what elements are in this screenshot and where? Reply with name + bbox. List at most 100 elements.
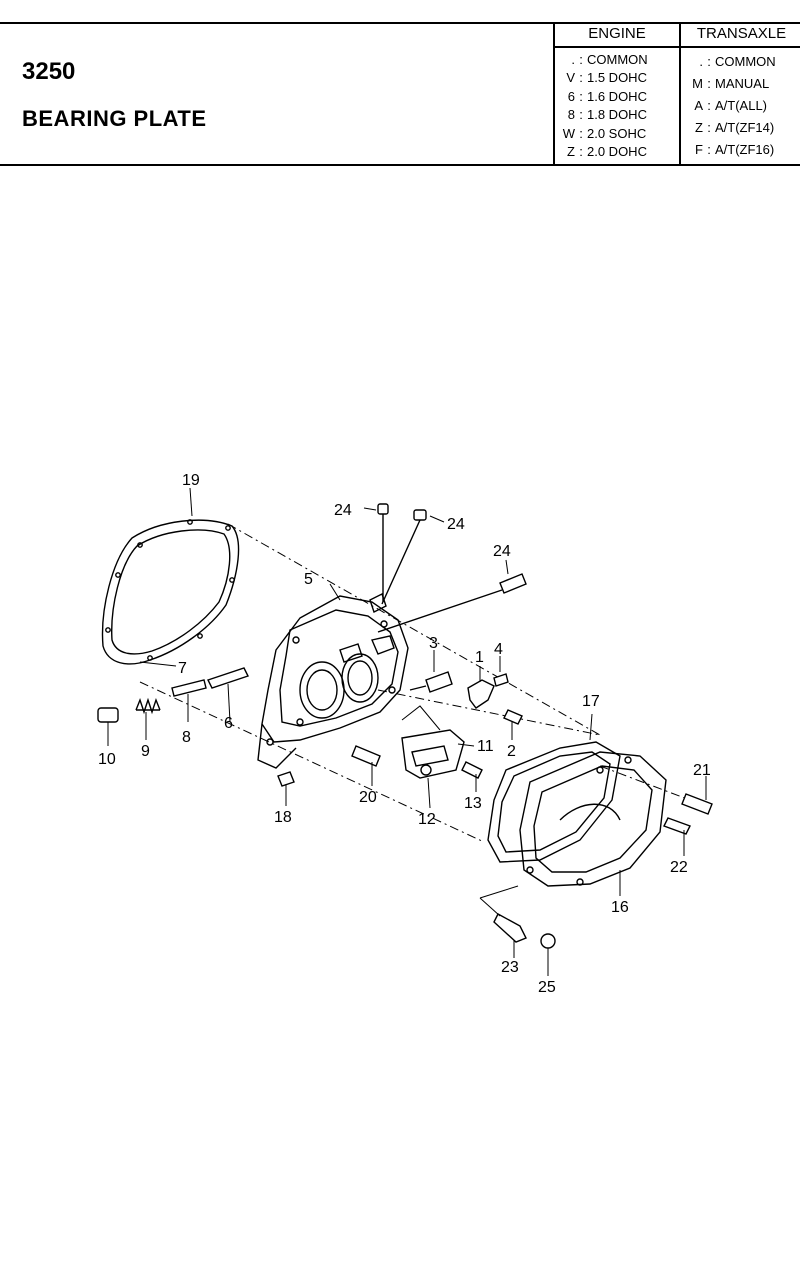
engine-legend-row: W:2.0 SOHC: [555, 125, 679, 143]
callout-24: 24: [447, 516, 465, 533]
legend-value: COMMON: [587, 52, 648, 67]
leader-line: [329, 583, 341, 601]
legend-value: MANUAL: [715, 76, 770, 91]
gasket-part: [101, 519, 240, 665]
plug-part: [540, 933, 556, 949]
engine-legend-heading: ENGINE: [555, 22, 679, 48]
engine-legend-row: 6:1.6 DOHC: [555, 88, 679, 106]
callout-19: 19: [182, 472, 200, 489]
legend-key: F: [695, 142, 703, 157]
transaxle-legend-row: F:A/T(ZF16): [681, 139, 800, 161]
bolt-part: [681, 793, 713, 815]
bolt-part: [381, 509, 427, 605]
callout-18: 18: [274, 809, 292, 826]
engine-legend-row: Z:2.0 DOHC: [555, 143, 679, 161]
exploded-parts-diagram: 19 24 24 24 5 3 1 4 7 6 8 9 10 17 11 2 2…: [0, 166, 800, 1263]
callout-7: 7: [178, 660, 187, 677]
leader-line: [457, 743, 475, 747]
callout-4: 4: [494, 641, 503, 658]
bolt-part: [409, 671, 453, 693]
transaxle-legend: TRANSAXLE .:COMMON M:MANUAL A:A/T(ALL) Z…: [679, 22, 800, 164]
drain-bolt-part: [479, 885, 527, 943]
engine-legend: ENGINE .:COMMON V:1.5 DOHC 6:1.6 DOHC 8:…: [553, 22, 679, 164]
leader-line: [363, 507, 377, 511]
legend-key: Z: [695, 120, 703, 135]
transaxle-legend-heading: TRANSAXLE: [681, 22, 800, 48]
leader-line: [189, 487, 193, 517]
legend-value: 1.6 DOHC: [587, 88, 647, 104]
legend-value: 1.5 DOHC: [587, 70, 647, 86]
callout-24: 24: [493, 543, 511, 560]
leader-line: [429, 515, 445, 523]
legend-value: 2.0 SOHC: [587, 125, 647, 141]
legend-value: A/T(ZF14): [715, 120, 775, 135]
callout-20: 20: [359, 789, 377, 806]
legend-key: Z: [567, 144, 575, 160]
leader-line: [589, 713, 593, 741]
callout-25: 25: [538, 979, 556, 996]
assembly-line: [139, 681, 485, 843]
side-cover-part: [519, 751, 667, 887]
page-header: 3250 BEARING PLATE ENGINE .:COMMON V:1.5…: [0, 0, 800, 166]
transaxle-legend-row: Z:A/T(ZF14): [681, 117, 800, 139]
header-bottom-rule: [0, 164, 800, 166]
legend-key: M: [692, 76, 703, 91]
engine-legend-row: 8:1.8 DOHC: [555, 106, 679, 124]
callout-21: 21: [693, 762, 711, 779]
assembly-line: [599, 765, 691, 801]
legend-value: 2.0 DOHC: [587, 144, 647, 160]
pin-part: [171, 679, 207, 697]
transaxle-legend-row: M:MANUAL: [681, 73, 800, 95]
page-title: BEARING PLATE: [22, 106, 207, 131]
callout-24: 24: [334, 502, 352, 519]
callout-16: 16: [611, 899, 629, 916]
header-top-rule: [0, 22, 800, 24]
spring-part: [135, 697, 161, 715]
callout-10: 10: [98, 751, 116, 768]
legend-value: 1.8 DOHC: [587, 107, 647, 123]
bolt-part: [503, 709, 523, 725]
callout-3: 3: [429, 635, 438, 652]
bearing-plate-housing-part: [257, 593, 409, 769]
callout-2: 2: [507, 743, 516, 760]
engine-legend-row: .:COMMON: [555, 51, 679, 69]
callout-11: 11: [477, 738, 494, 755]
leader-line: [505, 559, 509, 575]
plug-part: [277, 771, 295, 787]
callout-13: 13: [464, 795, 482, 812]
engine-legend-row: V:1.5 DOHC: [555, 69, 679, 87]
callout-6: 6: [224, 715, 233, 732]
callout-23: 23: [501, 959, 519, 976]
transaxle-legend-row: A:A/T(ALL): [681, 95, 800, 117]
plug-part: [97, 707, 119, 723]
leader-line: [427, 777, 431, 809]
callout-17: 17: [582, 693, 600, 710]
callout-9: 9: [141, 743, 150, 760]
bolt-part: [351, 745, 381, 767]
transaxle-legend-row: .:COMMON: [681, 51, 800, 73]
callout-12: 12: [418, 811, 436, 828]
legend-value: COMMON: [715, 54, 776, 69]
bolt-part: [377, 503, 389, 602]
section-code: 3250: [22, 58, 76, 85]
bolt-part: [663, 817, 691, 835]
legend-key: .: [699, 54, 703, 69]
callout-8: 8: [182, 729, 191, 746]
legend-value: A/T(ZF16): [715, 142, 775, 157]
pin-part: [493, 673, 509, 687]
bracket-part: [467, 679, 495, 709]
dowel-pin-part: [207, 667, 249, 689]
bracket-assembly-part: [401, 705, 465, 779]
legend-key: V: [566, 70, 575, 86]
assembly-line: [227, 523, 601, 736]
callout-22: 22: [670, 859, 688, 876]
gasket-part: [487, 741, 621, 863]
callout-5: 5: [304, 571, 313, 588]
bolt-part: [461, 761, 483, 779]
leader-line: [227, 683, 231, 723]
legend-key: A: [694, 98, 703, 113]
callout-1: 1: [475, 649, 484, 666]
legend-value: A/T(ALL): [715, 98, 768, 113]
legend-key: 6: [567, 88, 575, 104]
legend-key: W: [562, 125, 575, 141]
